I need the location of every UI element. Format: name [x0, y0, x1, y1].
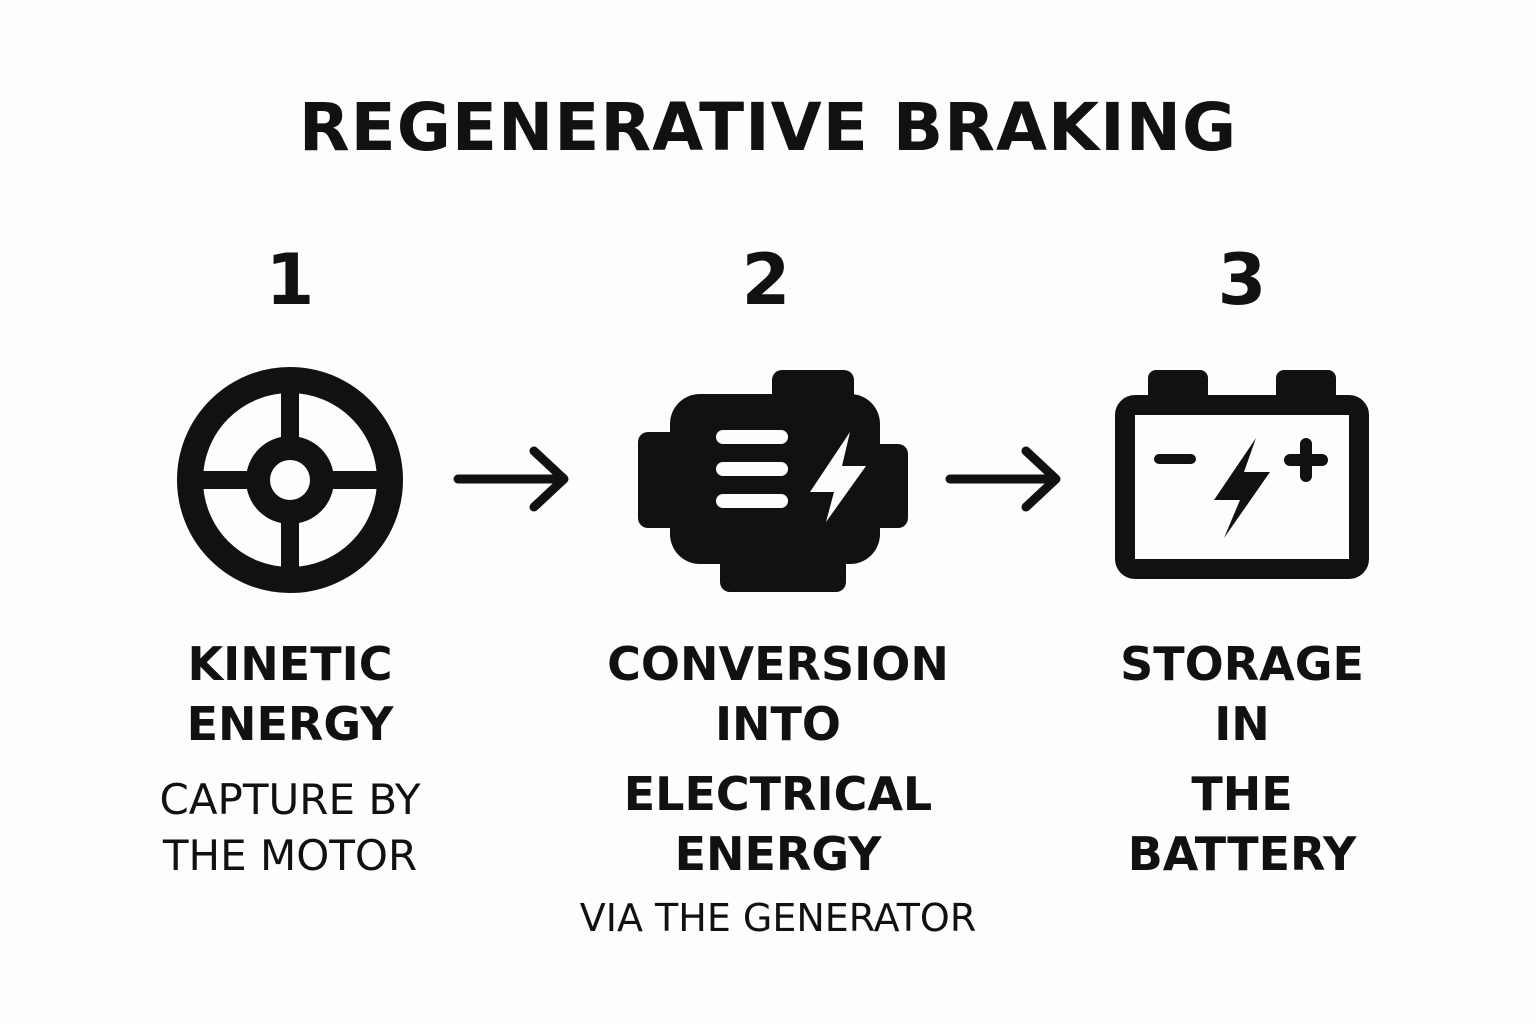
- step-3-label-line: THE: [1191, 767, 1293, 821]
- step-2-number: 2: [741, 239, 791, 321]
- generator-icon: [638, 370, 908, 592]
- arrow-right-icon: [453, 446, 569, 512]
- step-3-label-line: IN: [1214, 697, 1270, 751]
- wheel-icon: [177, 367, 403, 593]
- step-1-label: KINETIC ENERGY: [150, 634, 430, 754]
- step-2-label-line: ENERGY: [674, 827, 882, 881]
- step-1-sub-line: CAPTURE BY: [159, 775, 421, 824]
- step-2-label-line: ELECTRICAL: [623, 767, 933, 821]
- battery-icon: [1115, 370, 1369, 579]
- step-3-label-line: STORAGE: [1120, 637, 1364, 691]
- step-1-number: 1: [265, 239, 315, 321]
- step-2-label-line: INTO: [714, 697, 842, 751]
- step-2-sub-line: VIA THE GENERATOR: [579, 896, 977, 940]
- step-2-label: CONVERSION INTO ELECTRICAL ENERGY: [578, 634, 978, 884]
- diagram-title: REGENERATIVE BRAKING: [298, 89, 1238, 166]
- step-2-sub: VIA THE GENERATOR: [548, 890, 1008, 946]
- step-3-label: STORAGE IN THE BATTERY: [1092, 634, 1392, 884]
- step-1-label-line: ENERGY: [186, 697, 394, 751]
- step-3-label-line: BATTERY: [1127, 827, 1357, 881]
- step-3-number: 3: [1217, 239, 1267, 321]
- step-2-label-line: CONVERSION: [607, 637, 949, 691]
- step-1-sub: CAPTURE BY THE MOTOR: [110, 772, 470, 884]
- arrow-right-icon: [945, 446, 1061, 512]
- step-1-sub-line: THE MOTOR: [162, 831, 418, 880]
- step-1-label-line: KINETIC: [187, 637, 393, 691]
